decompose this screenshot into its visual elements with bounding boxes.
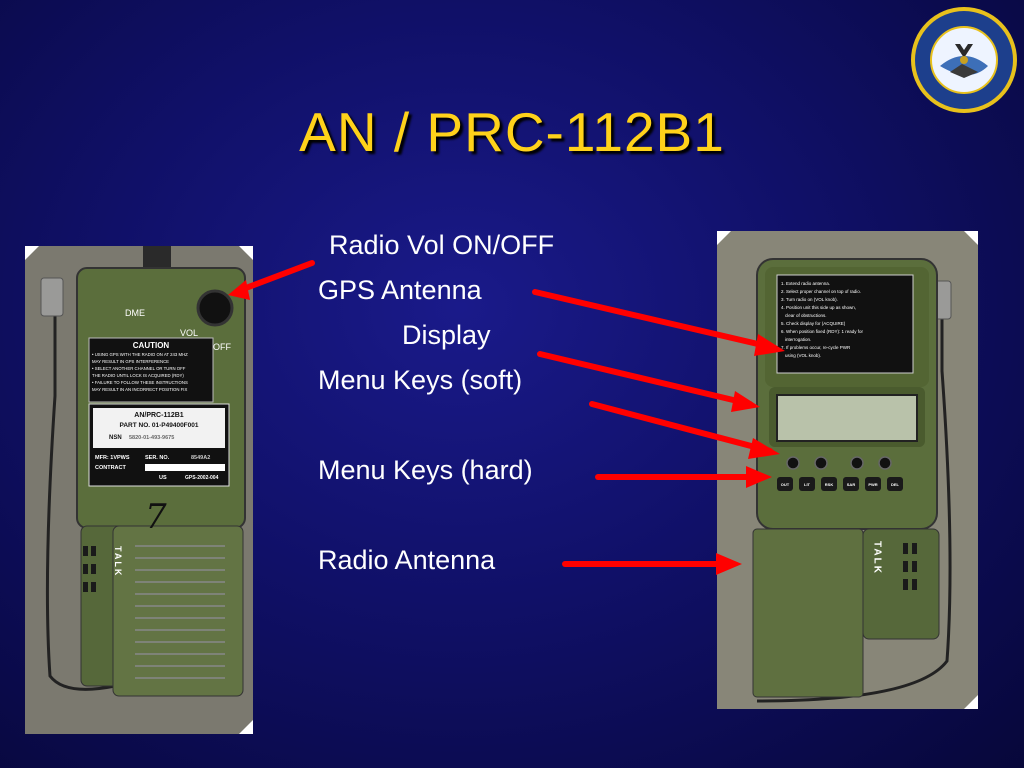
caution-line: • FAILURE TO FOLLOW THESE INSTRUCTIONS: [92, 380, 188, 385]
instruction-line: clear of obstructions.: [785, 313, 827, 318]
off-label: OFF: [213, 342, 231, 352]
gps-code: GPS-2002-004: [185, 475, 219, 481]
hard-key-lit: LIT: [804, 482, 811, 487]
handwritten-number: 7: [145, 497, 167, 537]
label-menu-soft: Menu Keys (soft): [318, 365, 523, 395]
hard-key-pwr: PWR: [868, 482, 877, 487]
institute-seal-logo: [911, 7, 1017, 113]
instruction-line: 4. Position unit this side up as shown,: [781, 305, 856, 310]
talk-label: TALK: [113, 546, 123, 577]
model-label: AN/PRC-112B1: [134, 412, 184, 419]
hard-key-del: DEL: [891, 482, 900, 487]
instruction-line: 5. Check display for (ACQUIRE): [781, 321, 846, 326]
instruction-line: 3. Turn radio on (VOL knob).: [781, 297, 838, 302]
caution-line: • USING GPS WITH THE RADIO ON AT 243 MHZ: [92, 352, 188, 357]
label-menu-hard: Menu Keys (hard): [318, 455, 533, 485]
caution-line: • SELECT ANOTHER CHANNEL OR TURN OFF: [92, 366, 186, 371]
caution-line: MAY RESULT IN AN INCORRECT POSITION FIX: [92, 387, 187, 392]
instruction-line: interrogation.: [785, 337, 811, 342]
caution-title: CAUTION: [133, 341, 170, 350]
talk-label: TALK: [872, 541, 883, 575]
dme-label: DME: [125, 308, 145, 318]
instruction-line: 6. When position fixed (RDY): 1 ready fo…: [781, 329, 864, 334]
hard-key-rsk: RSK: [825, 482, 834, 487]
nsn-value: 5820-01-493-9675: [129, 435, 174, 441]
instruction-line: 2. Select proper channel on top of radio…: [781, 289, 861, 294]
label-radio-antenna: Radio Antenna: [318, 545, 496, 575]
contract-label: CONTRACT: [95, 465, 126, 471]
hard-key-out: OUT: [781, 482, 790, 487]
ser-value: 8549A2: [191, 455, 210, 461]
vol-label: VOL: [180, 328, 198, 338]
caution-line: THE RADIO UNTIL LOCK IS ACQUIRED (RDY): [92, 373, 184, 378]
label-display: Display: [402, 320, 491, 350]
us-label: US: [159, 475, 167, 481]
nsn-label: NSN: [109, 435, 122, 441]
instruction-line: using (VOL knob).: [785, 353, 821, 358]
mfr-label: MFR: 1VPWS: [95, 455, 130, 461]
slide-title: AN / PRC-112B1: [299, 101, 725, 163]
part-no-label: PART NO. 01-P49400F001: [120, 422, 199, 429]
label-radio-vol: Radio Vol ON/OFF: [329, 230, 555, 260]
radio-back-photo: DME VOL OFF CAUTION • USING GPS WITH THE…: [25, 246, 253, 734]
hard-key-sar: SAR: [847, 482, 856, 487]
instruction-line: 7. If problems occur, re-cycle PWR: [781, 345, 851, 350]
caution-line: MAY RESULT IN GPS INTERFERENCE: [92, 359, 169, 364]
label-gps-antenna: GPS Antenna: [318, 275, 482, 305]
ser-label: SER. NO.: [145, 455, 170, 461]
radio-front-photo: 1. Extend radio antenna. 2. Select prope…: [717, 231, 978, 709]
instruction-line: 1. Extend radio antenna.: [781, 281, 830, 286]
